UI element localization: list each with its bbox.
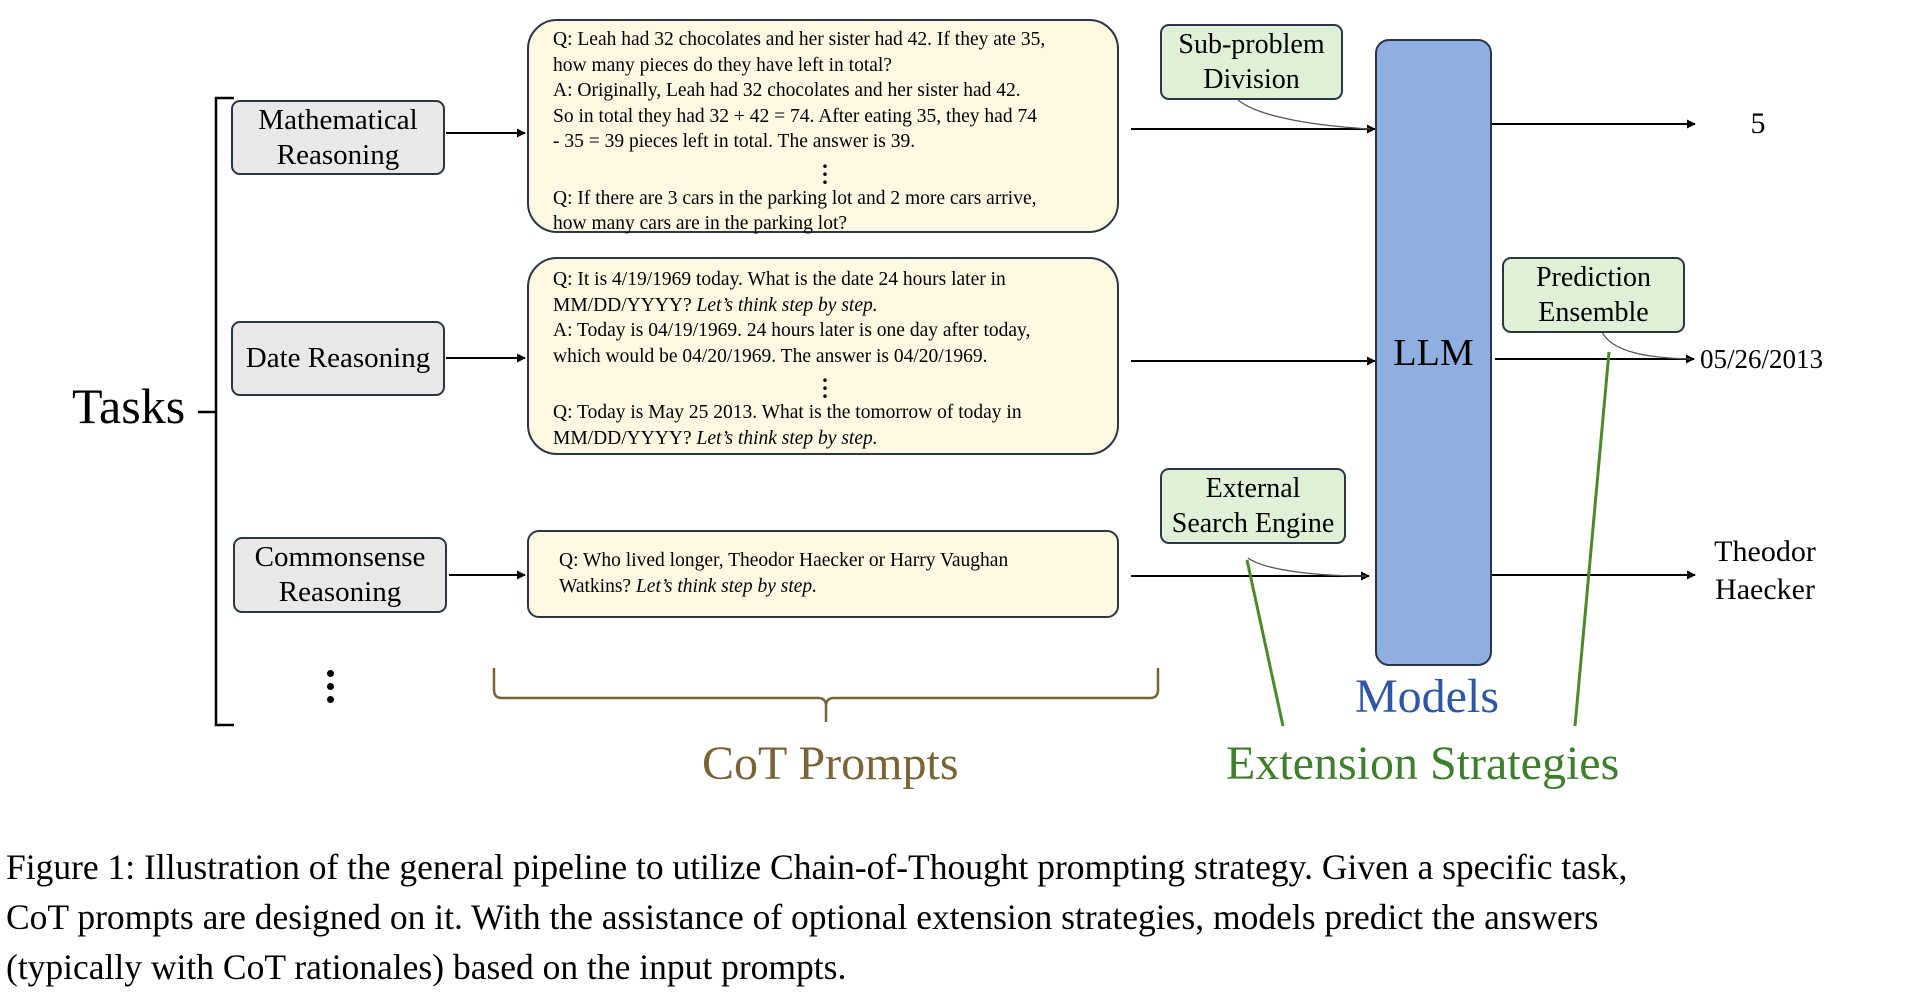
prompt-math-line: how many pieces do they have left in tot… — [553, 54, 892, 76]
task-date-reasoning: Date Reasoning — [231, 321, 445, 396]
prompt-commonsense-line: Q: Who lived longer, Theodor Haecker or … — [559, 550, 1009, 571]
prompt-date: Q: It is 4/19/1969 today. What is the da… — [527, 257, 1119, 455]
figure-caption: Figure 1: Illustration of the general pi… — [6, 842, 1906, 992]
caption-line: (typically with CoT rationales) based on… — [6, 947, 847, 987]
prompt-math-line: So in total they had 32 + 42 = 74. After… — [553, 105, 1037, 127]
tasks-more-ellipsis — [327, 670, 337, 703]
section-label-cot-prompts: CoT Prompts — [702, 737, 959, 790]
curve-search — [1247, 557, 1367, 577]
prompt-math-line: how many cars are in the parking lot? — [553, 213, 848, 234]
prompt-math-line: Q: Leah had 32 chocolates and her sister… — [553, 29, 1046, 50]
strategy-external-search-engine: External Search Engine — [1160, 468, 1346, 544]
caption-line: CoT prompts are designed on it. With the… — [6, 897, 1599, 937]
prompt-ellipsis: ... — [822, 147, 828, 189]
cot-brace — [492, 668, 1160, 722]
prompt-date-line: A: Today is 04/19/1969. 24 hours later i… — [553, 320, 1031, 341]
section-label-models: Models — [1355, 670, 1499, 723]
curve-prediction — [1601, 331, 1691, 360]
task-commonsense-reasoning: Commonsense Reasoning — [233, 537, 447, 613]
prompt-date-line: Q: Today is May 25 2013. What is the tom… — [553, 402, 1022, 423]
prompt-ellipsis: ... — [822, 362, 828, 403]
prompt-date-line: Q: It is 4/19/1969 today. What is the da… — [553, 269, 1006, 290]
prompt-commonsense: Q: Who lived longer, Theodor Haecker or … — [527, 530, 1119, 618]
answer-math: 5 — [1750, 107, 1766, 140]
prompt-math-line: - 35 = 39 pieces left in total. The answ… — [553, 131, 916, 152]
prompt-date-text: MM/DD/YYYY? — [553, 427, 697, 449]
prompt-commonsense-text: Watkins? — [559, 575, 636, 597]
tasks-label: Tasks — [72, 378, 186, 434]
prompt-commonsense-line: Watkins? Let’s think step by step. — [559, 574, 1097, 600]
prompt-commonsense-cot-trigger: Let’s think step by step. — [635, 575, 818, 597]
llm-label: LLM — [1393, 331, 1474, 374]
prompt-date-cot-trigger: Let’s think step by step. — [696, 294, 878, 316]
tasks-bracket — [214, 96, 234, 727]
prompt-math-line: Q: If there are 3 cars in the parking lo… — [553, 187, 1037, 209]
prompt-date-line: MM/DD/YYYY? Let’s think step by step. — [553, 293, 1097, 319]
prompt-math-line: A: Originally, Leah had 32 chocolates an… — [553, 80, 1021, 101]
prompt-date-line: MM/DD/YYYY? Let’s think step by step. — [553, 426, 1097, 452]
prompt-date-line: which would be 04/20/1969. The answer is… — [553, 345, 988, 367]
prompt-date-text: MM/DD/YYYY? — [553, 294, 697, 316]
leader-search — [1245, 559, 1285, 727]
strategy-sub-problem-division: Sub-problem Division — [1160, 24, 1343, 100]
leader-prediction — [1573, 351, 1611, 727]
llm-block: LLM — [1375, 39, 1492, 666]
caption-line: Figure 1: Illustration of the general pi… — [6, 847, 1628, 887]
strategy-prediction-ensemble: Prediction Ensemble — [1502, 257, 1685, 333]
answer-commonsense: Theodor Haecker — [1714, 535, 1816, 606]
prompt-math: Q: Leah had 32 chocolates and her sister… — [527, 19, 1119, 234]
answer-date: 05/26/2013 — [1700, 344, 1824, 374]
section-label-extension-strategies: Extension Strategies — [1226, 737, 1620, 790]
task-mathematical-reasoning: Mathematical Reasoning — [231, 100, 445, 175]
curve-sub-problem — [1237, 99, 1371, 130]
prompt-date-cot-trigger: Let’s think step by step. — [696, 427, 878, 449]
